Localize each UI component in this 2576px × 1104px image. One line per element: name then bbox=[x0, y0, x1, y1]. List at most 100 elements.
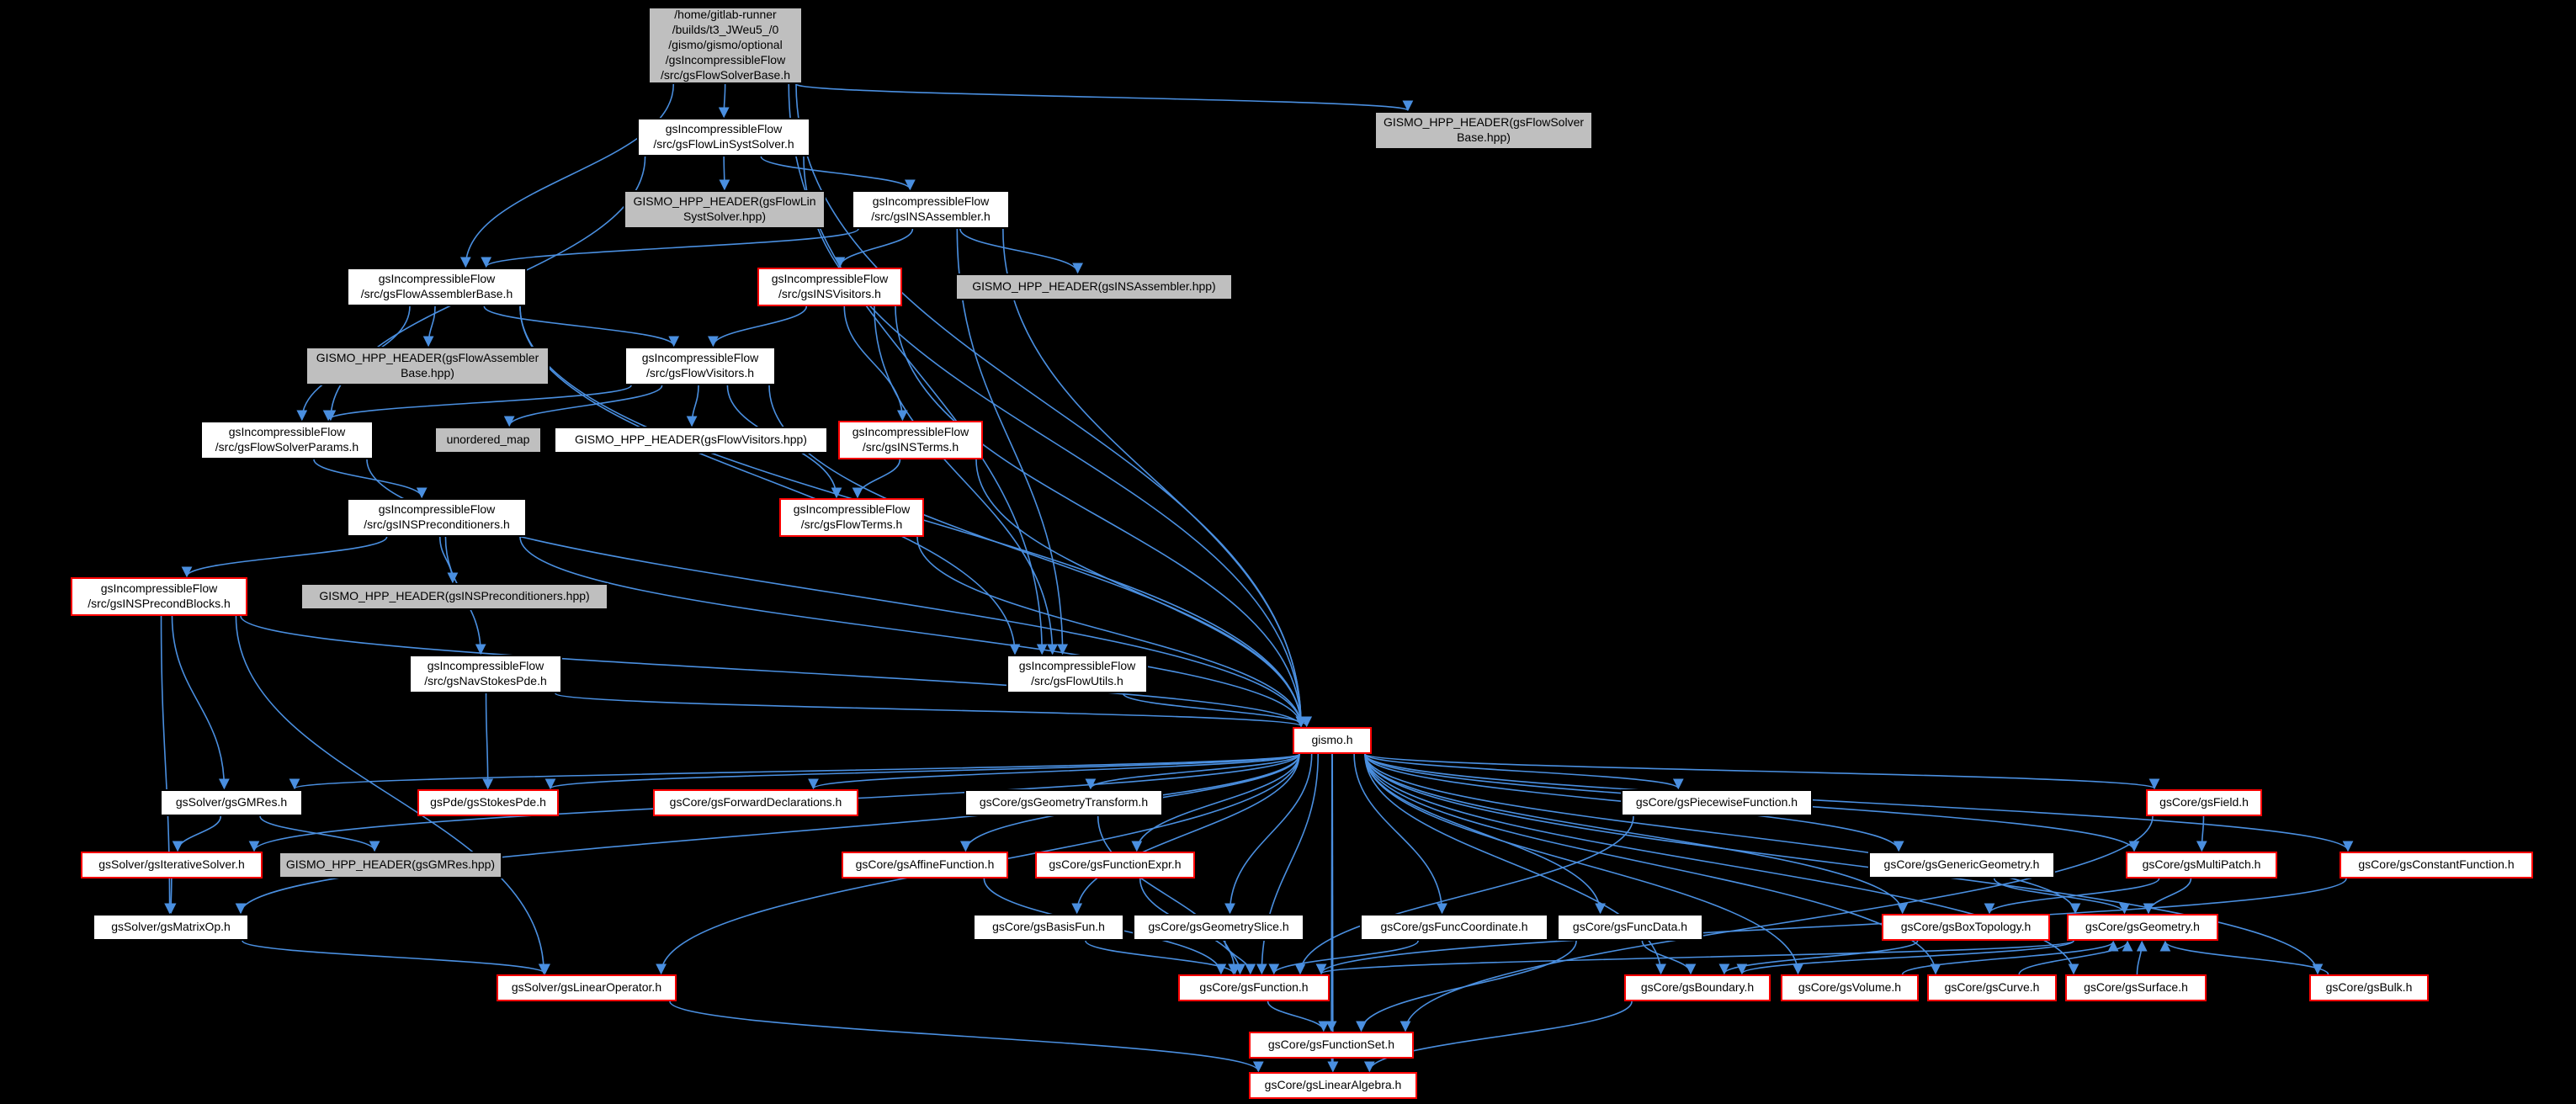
edge-insprecondblocks-to-gismo bbox=[240, 615, 1307, 728]
graph-node-gsgeometry[interactable]: gsCore/gsGeometry.h bbox=[2067, 914, 2218, 941]
node-label-line: SystSolver.hpp) bbox=[683, 210, 767, 223]
graph-node-gsgmres[interactable]: gsSolver/gsGMRes.h bbox=[160, 789, 303, 816]
node-label-line: GISMO_HPP_HEADER(gsFlowAssembler bbox=[316, 351, 539, 365]
graph-node-navstokespde[interactable]: gsIncompressibleFlow/src/gsNavStokesPde.… bbox=[409, 655, 562, 693]
edge-gismo-to-gsvolume bbox=[1364, 753, 1803, 975]
edge-gsconstantfunction-to-gsfunction bbox=[1315, 878, 2347, 975]
edge-gismo-to-gsgeometryslice bbox=[1224, 753, 1313, 915]
edge-gsfunccoordinate-to-gsfunction bbox=[1268, 940, 1419, 975]
node-label-line: gsCore/gsFuncCoordinate.h bbox=[1380, 920, 1528, 934]
graph-node-gsgeometrytransform[interactable]: gsCore/gsGeometryTransform.h bbox=[964, 789, 1163, 816]
graph-node-gsforwarddecl[interactable]: gsCore/gsForwardDeclarations.h bbox=[653, 789, 858, 816]
graph-node-flowlinsyst[interactable]: gsIncompressibleFlow/src/gsFlowLinSystSo… bbox=[637, 118, 810, 157]
graph-node-gsboundary[interactable]: gsCore/gsBoundary.h bbox=[1624, 974, 1771, 1001]
edge-gsfield-to-gsmultipatch bbox=[2196, 815, 2207, 852]
node-label-line: /src/gsFlowSolverBase.h bbox=[660, 67, 791, 82]
edge-gismo-to-gsgeometrytransform bbox=[1085, 753, 1300, 790]
node-label-line: gsCore/gsFunction.h bbox=[1199, 980, 1309, 995]
edge-gismo-to-gsconstantfunction bbox=[1364, 753, 2354, 852]
graph-node-flowsolverparams[interactable]: gsIncompressibleFlow/src/gsFlowSolverPar… bbox=[200, 421, 374, 459]
graph-node-inspreconditioners[interactable]: gsIncompressibleFlow/src/gsINSPreconditi… bbox=[347, 498, 527, 537]
node-label-line: GISMO_HPP_HEADER(gsFlowLin bbox=[633, 194, 816, 209]
graph-node-gslinearoperator[interactable]: gsSolver/gsLinearOperator.h bbox=[497, 974, 677, 1001]
graph-node-gsfunccoordinate[interactable]: gsCore/gsFuncCoordinate.h bbox=[1360, 914, 1548, 941]
node-label-line: /src/gsINSTerms.h bbox=[862, 440, 959, 454]
edge-navstokespde-to-gismo bbox=[555, 693, 1306, 728]
graph-node-gsbasisfun[interactable]: gsCore/gsBasisFun.h bbox=[973, 914, 1124, 941]
node-label-line: gsSolver/gsGMRes.h bbox=[175, 795, 288, 809]
edge-gismo-to-gsfield bbox=[1364, 753, 2159, 790]
graph-node-gsiterativesolver[interactable]: gsSolver/gsIterativeSolver.h bbox=[81, 852, 263, 878]
graph-node-flowassemblerbase[interactable]: gsIncompressibleFlow/src/gsFlowAssembler… bbox=[347, 268, 527, 306]
graph-node-gsfield[interactable]: gsCore/gsField.h bbox=[2146, 789, 2262, 816]
node-label-line: gsCore/gsForwardDeclarations.h bbox=[669, 795, 842, 809]
node-label-line: gsCore/gsBoundary.h bbox=[1640, 980, 1755, 995]
edge-flowutils-to-gismo bbox=[1122, 693, 1312, 728]
edge-insassembler-to-flowassemblerbase bbox=[481, 228, 859, 268]
graph-node-gsgenericgeometry[interactable]: gsCore/gsGenericGeometry.h bbox=[1868, 852, 2055, 878]
edge-flowlinsyst-to-insassembler bbox=[760, 156, 916, 191]
edge-insvisitors-to-flowutils bbox=[874, 305, 1058, 656]
graph-node-flowvisitors[interactable]: gsIncompressibleFlow/src/gsFlowVisitors.… bbox=[624, 347, 776, 385]
graph-node-gsfunctionset[interactable]: gsCore/gsFunctionSet.h bbox=[1249, 1032, 1414, 1059]
graph-node-gsaffine[interactable]: gsCore/gsAffineFunction.h bbox=[842, 852, 1008, 878]
edge-gslinearoperator-to-gslinearalgebra bbox=[669, 1000, 1264, 1073]
graph-node-gsfunction[interactable]: gsCore/gsFunction.h bbox=[1178, 974, 1330, 1001]
graph-node-gsfuncdata[interactable]: gsCore/gsFuncData.h bbox=[1557, 914, 1703, 941]
node-label-line: gsIncompressibleFlow bbox=[641, 351, 759, 365]
graph-node-gsmultipatch[interactable]: gsCore/gsMultiPatch.h bbox=[2126, 852, 2277, 878]
edge-gsgeometry-to-gsfunction bbox=[1316, 940, 2074, 975]
node-label-line: GISMO_HPP_HEADER(gsINSAssembler.hpp) bbox=[972, 279, 1216, 294]
graph-node-gsgeometryslice[interactable]: gsCore/gsGeometrySlice.h bbox=[1133, 914, 1304, 941]
node-label-line: gsIncompressibleFlow bbox=[378, 272, 496, 286]
graph-node-insprecondblocks[interactable]: gsIncompressibleFlow/src/gsINSPrecondBlo… bbox=[71, 577, 247, 616]
graph-node-gsmatrixop[interactable]: gsSolver/gsMatrixOp.h bbox=[93, 914, 249, 941]
graph-node-gsboxtopology[interactable]: gsCore/gsBoxTopology.h bbox=[1882, 914, 2050, 941]
graph-node-gspiecewise[interactable]: gsCore/gsPiecewiseFunction.h bbox=[1621, 789, 1813, 816]
node-label-line: gsIncompressibleFlow bbox=[378, 502, 496, 517]
edge-gsvolume-to-gsgeometry bbox=[1901, 940, 2119, 975]
edge-gsgeometrytransform-to-gsfunction bbox=[1097, 815, 1240, 975]
graph-node-gsfunctionexpr[interactable]: gsCore/gsFunctionExpr.h bbox=[1035, 852, 1195, 878]
edge-flowsolverparams-to-inspreconditioners bbox=[313, 459, 428, 499]
edge-gssurface-to-gsgeometry bbox=[2136, 940, 2148, 975]
node-label-line: gsSolver/gsIterativeSolver.h bbox=[98, 857, 245, 872]
edge-gsgmres-to-gsiterativesolver bbox=[172, 815, 222, 852]
edge-insprecondblocks-to-gsgmres bbox=[171, 615, 230, 790]
edge-flowlinsyst-to-hpp_flowlinsyst bbox=[719, 156, 730, 191]
edge-insassembler-to-insvisitors bbox=[834, 228, 914, 268]
edge-insassembler-to-gismo bbox=[1002, 228, 1307, 728]
graph-node-gssurface[interactable]: gsCore/gsSurface.h bbox=[2065, 974, 2207, 1001]
graph-node-insassembler[interactable]: gsIncompressibleFlow/src/gsINSAssembler.… bbox=[852, 190, 1010, 229]
graph-node-gismo[interactable]: gismo.h bbox=[1293, 727, 1372, 754]
graph-node-hpp_flowvisitors[interactable]: GISMO_HPP_HEADER(gsFlowVisitors.hpp) bbox=[554, 427, 828, 454]
graph-node-gsvolume[interactable]: gsCore/gsVolume.h bbox=[1781, 974, 1919, 1001]
graph-node-gscurve[interactable]: gsCore/gsCurve.h bbox=[1927, 974, 2057, 1001]
node-label-line: GISMO_HPP_HEADER(gsINSPreconditioners.hp… bbox=[319, 589, 590, 603]
graph-node-flowutils[interactable]: gsIncompressibleFlow/src/gsFlowUtils.h bbox=[1006, 655, 1148, 693]
edge-root-to-flowassemblerbase bbox=[459, 83, 675, 268]
graph-node-gsstokespde[interactable]: gsPde/gsStokesPde.h bbox=[417, 789, 559, 816]
edge-inspreconditioners-to-gismo bbox=[519, 536, 1307, 728]
graph-node-gsconstantfunction[interactable]: gsCore/gsConstantFunction.h bbox=[2340, 852, 2533, 878]
edge-gismo-to-gsbulk bbox=[1364, 753, 2324, 975]
graph-node-insvisitors[interactable]: gsIncompressibleFlow/src/gsINSVisitors.h bbox=[757, 268, 902, 306]
edge-gsgeometryslice-to-gsfunction bbox=[1224, 940, 1256, 975]
graph-node-gslinearalgebra[interactable]: gsCore/gsLinearAlgebra.h bbox=[1249, 1072, 1417, 1099]
edge-gismo-to-gsstokespde bbox=[545, 753, 1300, 790]
graph-node-flowterms[interactable]: gsIncompressibleFlow/src/gsFlowTerms.h bbox=[779, 498, 924, 537]
graph-node-gsbulk[interactable]: gsCore/gsBulk.h bbox=[2309, 974, 2429, 1001]
graph-node-insterms[interactable]: gsIncompressibleFlow/src/gsINSTerms.h bbox=[838, 421, 983, 459]
node-label-line: gismo.h bbox=[1311, 733, 1353, 747]
edge-inspreconditioners-to-insprecondblocks bbox=[181, 536, 388, 578]
node-label-line: gsCore/gsGeometryTransform.h bbox=[979, 795, 1149, 809]
edge-navstokespde-to-gsstokespde bbox=[482, 693, 494, 790]
edge-insvisitors-to-flowvisitors bbox=[708, 305, 808, 348]
edge-gscurve-to-gsgeometry bbox=[2018, 940, 2133, 975]
node-label-line: gsCore/gsFuncData.h bbox=[1572, 920, 1688, 934]
edge-root-to-flowlinsyst bbox=[718, 83, 730, 119]
graph-node-hpp_insassembler: GISMO_HPP_HEADER(gsINSAssembler.hpp) bbox=[955, 273, 1233, 300]
node-label-line: gsCore/gsBulk.h bbox=[2325, 980, 2413, 995]
